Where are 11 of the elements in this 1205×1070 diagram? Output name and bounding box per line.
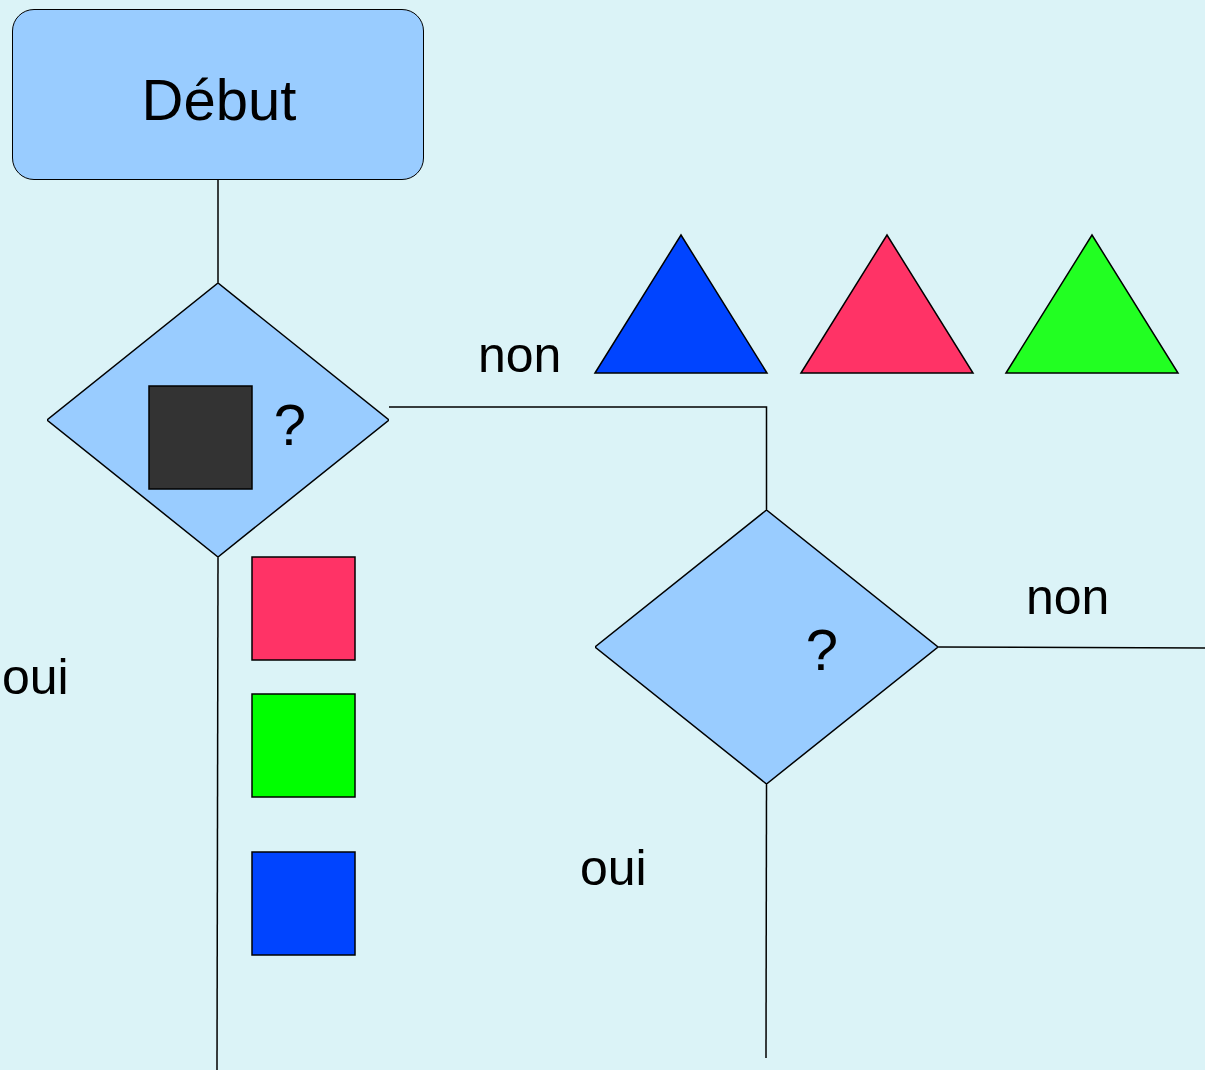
- start-box: [12, 9, 424, 180]
- connector-line: [937, 646, 1205, 649]
- decision-diamond: [595, 510, 938, 784]
- question-mark: ?: [805, 621, 839, 679]
- connector-line: [388, 406, 768, 511]
- start-label: Début: [141, 71, 297, 129]
- connector-line: [765, 783, 768, 1059]
- connector-line: [217, 179, 219, 284]
- question-mark: ?: [273, 396, 307, 454]
- connector-line: [216, 556, 219, 1070]
- decision-diamond: [47, 283, 389, 557]
